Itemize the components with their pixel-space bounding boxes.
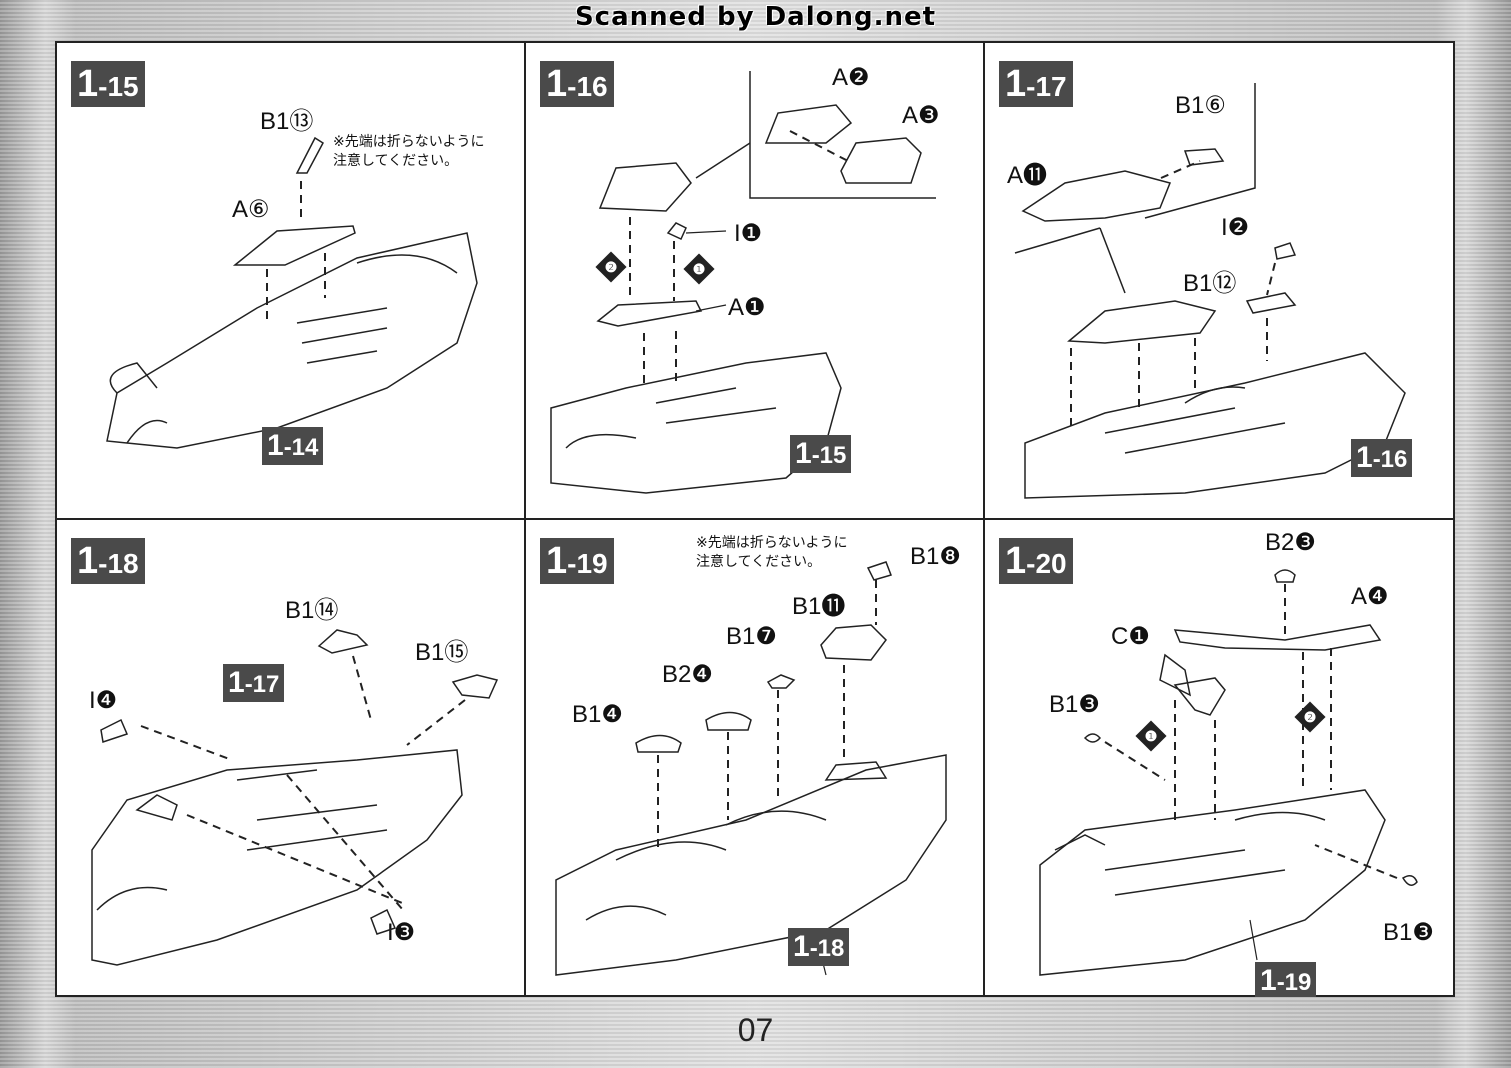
- part-label: A❸: [902, 102, 940, 129]
- caution-note: ※先端は折らないように 注意してください。: [696, 535, 848, 570]
- part-label: B1⑬: [260, 108, 314, 135]
- part-label: B1❼: [726, 623, 777, 650]
- assembly-drawing: [106, 136, 478, 464]
- reference-step-badge: 1-16: [1351, 439, 1413, 477]
- part-label: I❶: [734, 220, 763, 247]
- part-label: A⑥: [232, 196, 270, 223]
- part-label: B1❸: [1049, 691, 1100, 718]
- step-panel-1-20: 1-20 B2❸ A❹ C❶ B1❸ B1❸ ❶ ❷: [985, 520, 1453, 997]
- part-label: A⓫: [1007, 162, 1048, 189]
- assembly-drawing: [91, 629, 499, 966]
- part-label: B1⑭: [285, 597, 339, 624]
- part-label: B1❽: [910, 543, 961, 570]
- step-panel-1-18: 1-18 B1⑭ B1⑮ I❹ I❸ 1-17: [57, 520, 526, 997]
- part-label: B1❸: [1383, 919, 1434, 946]
- part-label: B1❹: [572, 701, 623, 728]
- reference-step-badge: 1-15: [790, 435, 852, 473]
- part-label: I❹: [89, 687, 118, 714]
- step-number-badge: 1-17: [999, 61, 1073, 107]
- step-number-badge: 1-16: [540, 61, 614, 107]
- caution-note: ※先端は折らないように 注意してください。: [333, 134, 485, 169]
- step-number-badge: 1-19: [540, 538, 614, 584]
- scanner-watermark: Scanned by Dalong.net: [574, 2, 937, 32]
- step-panel-1-19: 1-19 ※先端は折らないように 注意してください。 B1❽ B1⓫ B1❼ B…: [526, 520, 985, 997]
- reference-step-badge: 1-14: [262, 427, 324, 465]
- reference-step-badge: 1-18: [788, 928, 850, 966]
- part-label: B2❹: [662, 661, 713, 688]
- part-label: A❷: [832, 64, 870, 91]
- assembly-drawing: [555, 561, 947, 976]
- part-label: B1⓫: [792, 593, 846, 620]
- assembly-drawing: [1014, 83, 1406, 499]
- part-label: A❶: [728, 294, 766, 321]
- step-panel-1-15: 1-15 B1⑬ ※先端は折らないように 注意してください。 A⑥ 1-14: [57, 43, 526, 520]
- part-label: B2❸: [1265, 529, 1316, 556]
- part-label: B1⑮: [415, 639, 469, 666]
- step-panel-1-17: 1-17 B1⑥ A⓫ I❷ B1⑫: [985, 43, 1453, 520]
- step-panel-1-16: 1-16 A❷ A❸ I❶ A❶ ❷ ❶: [526, 43, 985, 520]
- reference-step-badge: 1-17: [223, 664, 285, 702]
- part-label: A❹: [1351, 583, 1389, 610]
- part-label: I❸: [387, 919, 416, 946]
- step-number-badge: 1-20: [999, 538, 1073, 584]
- reference-step-badge: 1-19: [1255, 962, 1317, 997]
- part-label: I❷: [1221, 214, 1250, 241]
- assembly-drawing: [1039, 569, 1418, 976]
- instruction-sheet: 1-15 B1⑬ ※先端は折らないように 注意してください。 A⑥ 1-14: [55, 41, 1455, 997]
- part-label: B1⑥: [1175, 92, 1226, 119]
- assembly-drawing: [550, 71, 936, 494]
- step-number-badge: 1-15: [71, 61, 145, 107]
- part-label: C❶: [1111, 623, 1150, 650]
- step-number-badge: 1-18: [71, 538, 145, 584]
- page-number: 07: [737, 1012, 774, 1048]
- part-label: B1⑫: [1183, 270, 1237, 297]
